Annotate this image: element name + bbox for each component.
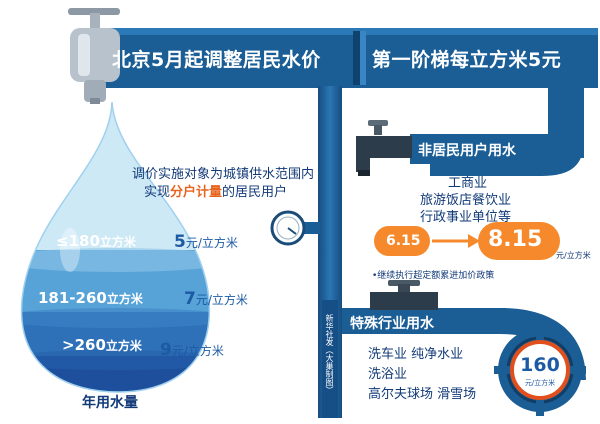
non-residential-header: 非居民用户用水 <box>418 143 516 159</box>
credit: 新华社发（大巢制图） <box>325 314 334 394</box>
non-residential-item-2: 旅游饭店餐饮业 <box>420 193 512 208</box>
tier-2-range: 181-260立方米 <box>38 289 143 307</box>
non-residential-item-3: 行政事业单位等 <box>420 210 512 225</box>
title-pipe <box>100 28 598 88</box>
special-price: 160 <box>520 354 560 376</box>
special-header-bar <box>342 308 506 334</box>
special-header: 特殊行业用水 <box>350 316 434 332</box>
old-price-pill <box>374 226 430 256</box>
old-price: 6.15 <box>386 233 421 249</box>
scope-line-2: 实现分户计量的居民用户 <box>144 185 288 200</box>
main-title: 北京5月起调整居民水价 <box>112 49 321 71</box>
faucet-icon <box>68 8 120 104</box>
tier-1-price: 5元/立方米 <box>174 232 238 252</box>
special-row-1: 洗车业 纯净水业 <box>368 347 464 362</box>
new-price: 8.15 <box>488 227 543 252</box>
gauge-icon <box>270 210 320 246</box>
tier-3-range: >260立方米 <box>62 336 142 354</box>
special-row-3: 高尔夫球场 滑雪场 <box>368 387 477 402</box>
special-row-2: 洗浴业 <box>368 367 408 382</box>
subtitle: 第一阶梯每立方米5元 <box>372 49 562 71</box>
surcharge-note: •继续执行超定额累进加价政策 <box>372 271 495 281</box>
valve-icon <box>370 280 438 310</box>
new-price-unit: 元/立方米 <box>556 251 591 260</box>
small-faucet-icon <box>356 120 412 176</box>
annual-usage-label: 年用水量 <box>82 395 138 411</box>
non-residential-item-1: 工商业 <box>448 176 488 191</box>
tier-1-range: ≤180立方米 <box>56 232 136 250</box>
new-price-pill <box>478 222 560 260</box>
scope-line-1: 调价实施对象为城镇供水范围内 <box>132 167 315 182</box>
non-residential-header-bar <box>410 134 550 164</box>
special-price-unit: 元/立方米 <box>524 379 556 387</box>
special-price-circle <box>510 340 570 400</box>
tier-3-price: 9元/立方米 <box>160 340 224 360</box>
tier-2-price: 7元/立方米 <box>184 289 248 309</box>
